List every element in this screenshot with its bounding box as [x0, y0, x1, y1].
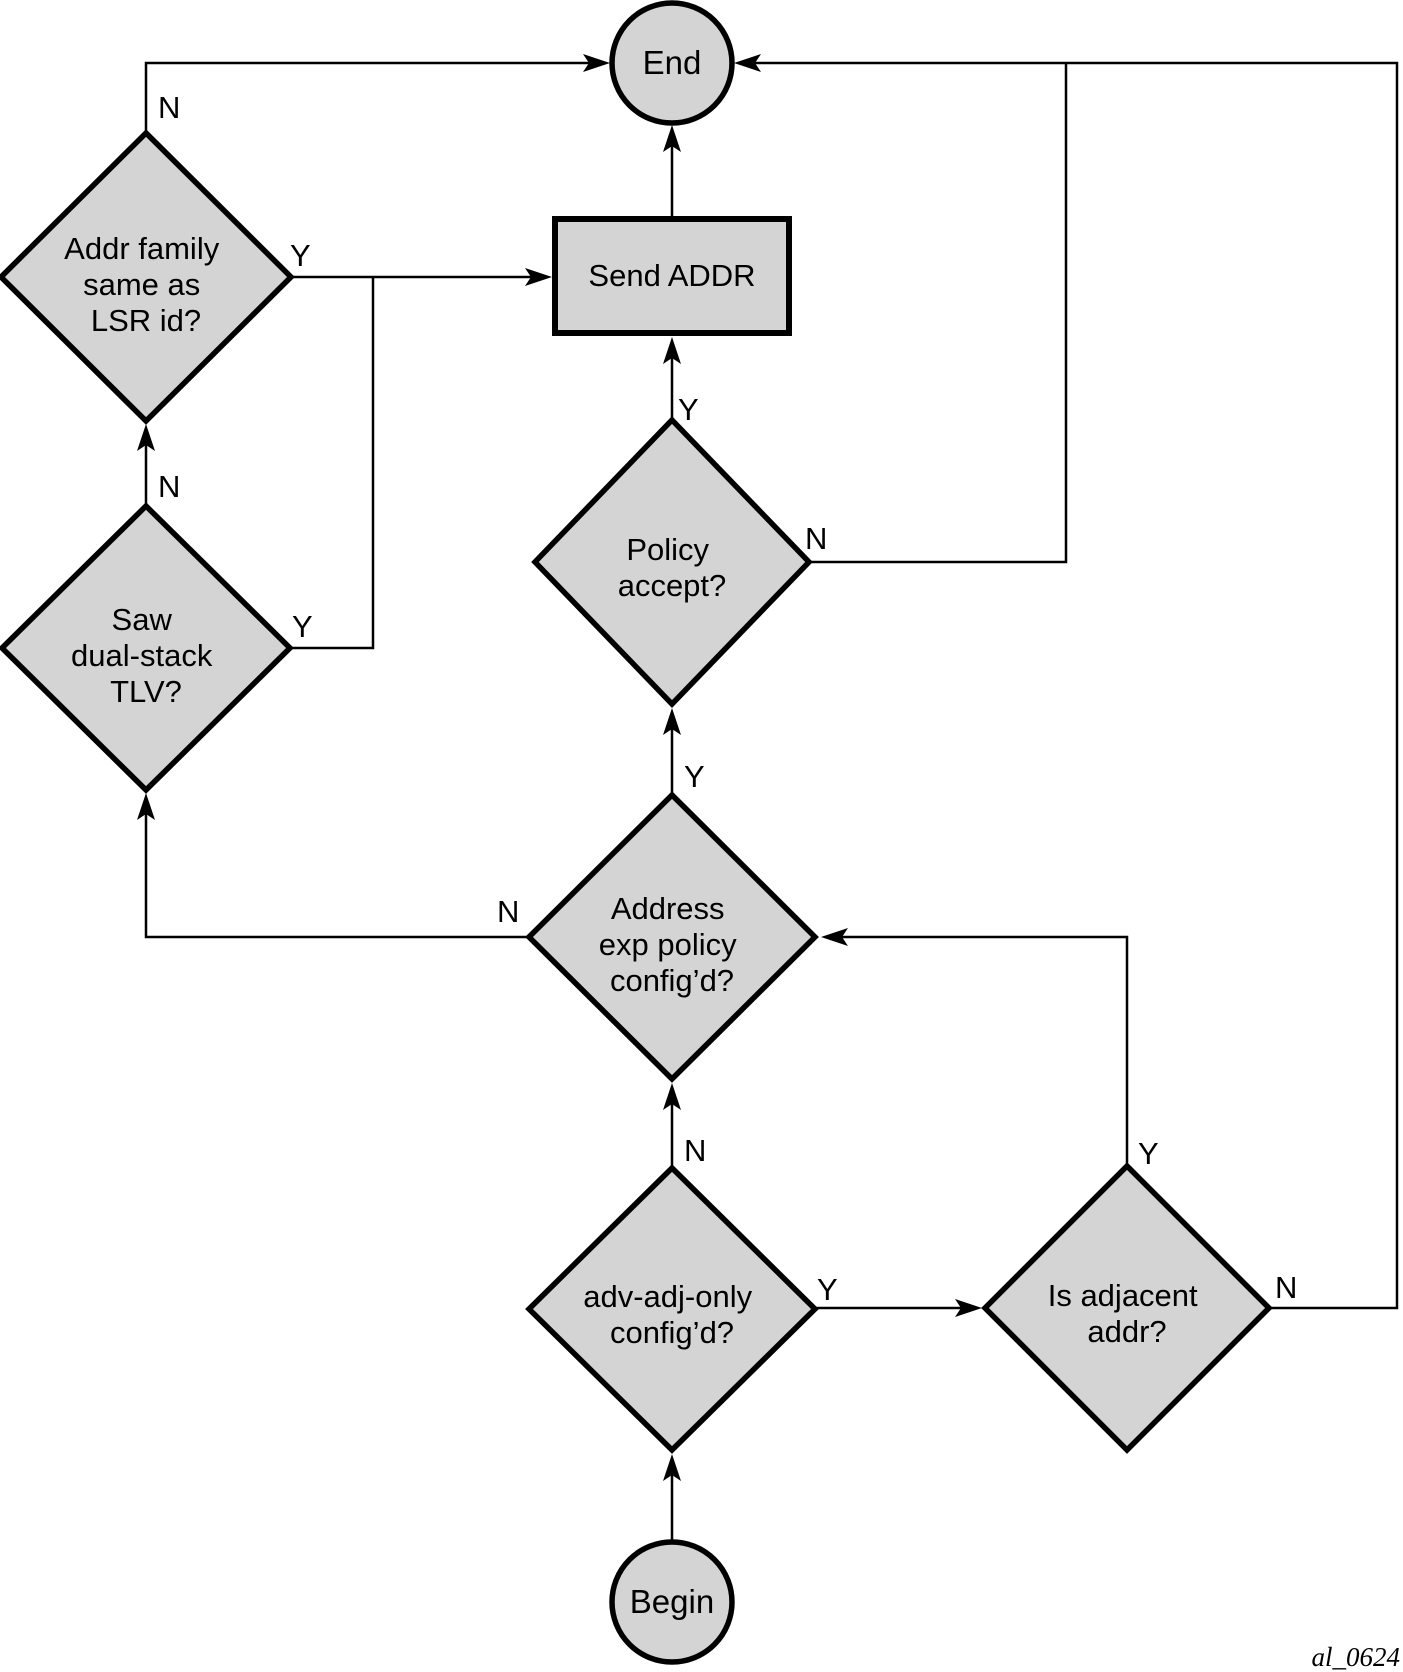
node-label: adv-adj-only config’d? — [583, 1279, 761, 1350]
edge-saw-dual-stack-y-join — [290, 277, 375, 650]
node-label: Is adjacent addr? — [1048, 1278, 1207, 1349]
decision-diamond — [0, 129, 295, 425]
edge-is-adjacent-y-to-addr-exp-policy — [821, 928, 1129, 1166]
node-addr-family: Addr family same as LSR id? — [0, 129, 295, 425]
decision-diamond — [0, 502, 294, 794]
edge-addr-family-n-to-end — [144, 54, 610, 133]
branch-labels: N Y N Y Y N Y N N Y Y N — [158, 90, 1297, 1307]
figure-id: al_0624 — [1311, 1642, 1400, 1672]
node-policy-accept: Policy accept? — [531, 416, 813, 708]
node-saw-dual-stack: Saw dual-stack TLV? — [0, 502, 294, 794]
label-addr-exp-policy-n: N — [497, 894, 519, 929]
node-label: End — [643, 44, 702, 81]
label-adv-adj-only-y: Y — [817, 1272, 838, 1307]
node-label: Address exp policy config’d? — [599, 891, 745, 998]
decision-diamond — [525, 1164, 819, 1454]
process-box — [552, 216, 792, 336]
nodes: End Addr family same as LSR id? Send ADD… — [0, 0, 1273, 1665]
label-addr-family-y: Y — [290, 238, 311, 273]
label-adv-adj-only-n: N — [684, 1133, 706, 1168]
decision-diamond — [531, 416, 813, 708]
label-addr-exp-policy-y: Y — [684, 759, 705, 794]
decision-diamond — [525, 791, 819, 1083]
label-addr-family-n: N — [158, 90, 180, 125]
node-label: Policy accept? — [618, 532, 727, 603]
edge-is-adjacent-n-to-end — [734, 54, 1399, 1310]
edge-policy-accept-n-join — [809, 64, 1068, 564]
node-end: End — [609, 0, 735, 126]
node-begin: Begin — [609, 1539, 735, 1665]
edge-addr-exp-policy-n-to-saw-dual-stack — [137, 793, 529, 939]
node-addr-exp-policy: Address exp policy config’d? — [525, 791, 819, 1083]
decision-diamond — [981, 1162, 1273, 1454]
label-is-adjacent-y: Y — [1138, 1136, 1159, 1171]
label-policy-accept-n: N — [805, 521, 827, 556]
node-label: Addr family same as LSR id? — [64, 231, 228, 338]
label-saw-dual-stack-y: Y — [292, 609, 313, 644]
connectors — [137, 54, 1399, 1542]
node-adv-adj-only: adv-adj-only config’d? — [525, 1164, 819, 1454]
label-is-adjacent-n: N — [1275, 1270, 1297, 1305]
label-policy-accept-y: Y — [678, 392, 699, 427]
node-label: Begin — [630, 1583, 714, 1620]
node-send-addr: Send ADDR — [552, 216, 792, 336]
label-saw-dual-stack-n: N — [158, 469, 180, 504]
node-label: Saw dual-stack TLV? — [71, 602, 221, 709]
terminal-circle — [609, 0, 735, 126]
terminal-circle — [609, 1539, 735, 1665]
node-label: Send ADDR — [588, 258, 755, 293]
node-is-adjacent: Is adjacent addr? — [981, 1162, 1273, 1454]
